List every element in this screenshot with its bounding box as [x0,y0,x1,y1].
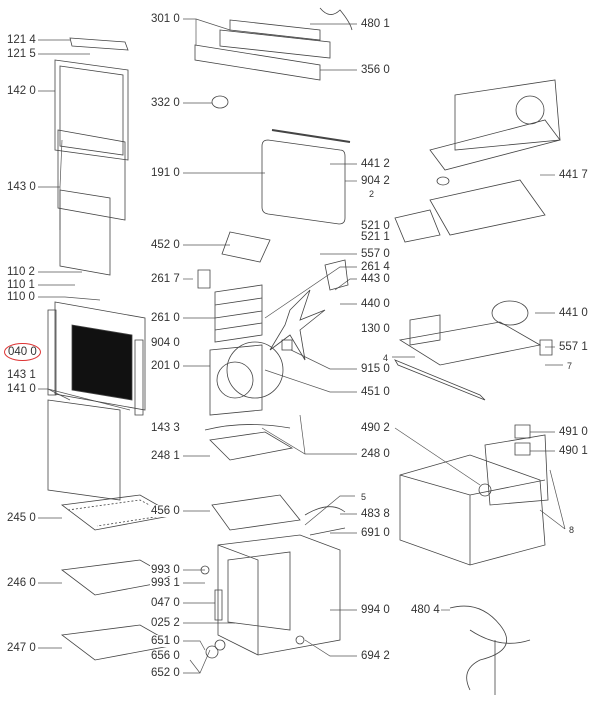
part-label-2470[interactable]: 247 0 [6,642,37,654]
oven-cavity [200,506,346,659]
part-label-1433[interactable]: 143 3 [150,422,181,434]
part-label-2450[interactable]: 245 0 [6,512,37,524]
part-label-0470[interactable]: 047 0 [150,597,181,609]
part-label-0252[interactable]: 025 2 [150,617,181,629]
part-label-4804[interactable]: 480 4 [410,604,441,616]
part-label-4[interactable]: 4 [382,352,390,364]
part-label-9931[interactable]: 993 1 [150,577,181,589]
part-label-3010[interactable]: 301 0 [150,13,181,25]
part-label-4801[interactable]: 480 1 [360,18,391,30]
part-label-1430[interactable]: 143 0 [6,181,37,193]
part-label-6942[interactable]: 694 2 [360,650,391,662]
part-label-4410[interactable]: 441 0 [558,307,589,319]
part-label-4430[interactable]: 443 0 [360,273,391,285]
part-label-9042[interactable]: 904 2 [360,175,391,187]
part-label-1214[interactable]: 121 4 [6,34,37,46]
part-label-1102[interactable]: 110 2 [6,266,36,278]
part-label-5210[interactable]: 521 0 [360,220,391,232]
part-label-4417[interactable]: 441 7 [558,169,589,181]
part-label-9930[interactable]: 993 0 [150,564,181,576]
part-label-1420[interactable]: 142 0 [6,85,37,97]
leader-lines [38,18,566,674]
part-label-6520[interactable]: 652 0 [150,667,181,679]
part-label-4838[interactable]: 483 8 [360,508,391,520]
part-label-7[interactable]: 7 [566,360,574,372]
control-panel-parts [194,19,351,531]
part-label-2614[interactable]: 261 4 [360,261,391,273]
part-label-0400-highlighted[interactable]: 040 0 [4,343,41,361]
part-label-4560[interactable]: 456 0 [150,505,181,517]
part-label-2460[interactable]: 246 0 [6,577,37,589]
part-label-1101[interactable]: 110 1 [6,279,36,291]
part-label-2481[interactable]: 248 1 [150,450,181,462]
part-label-9940[interactable]: 994 0 [360,604,391,616]
part-label-1910[interactable]: 191 0 [150,167,181,179]
part-label-1300[interactable]: 130 0 [360,323,391,335]
top-parts [319,7,561,695]
part-label-2010[interactable]: 201 0 [150,360,181,372]
part-label-5571[interactable]: 557 1 [558,341,589,353]
part-label-1215[interactable]: 121 5 [6,48,37,60]
part-label-4520[interactable]: 452 0 [150,239,181,251]
part-label-6510[interactable]: 651 0 [150,635,181,647]
part-label-6910[interactable]: 691 0 [360,527,391,539]
part-label-4400[interactable]: 440 0 [360,298,391,310]
part-label-1410[interactable]: 141 0 [6,383,37,395]
part-label-4910[interactable]: 491 0 [558,426,589,438]
part-label-9150[interactable]: 915 0 [360,363,391,375]
part-label-4412[interactable]: 441 2 [360,158,391,170]
part-label-2480[interactable]: 248 0 [360,448,391,460]
part-label-2610[interactable]: 261 0 [150,312,181,324]
part-label-4510[interactable]: 451 0 [360,386,391,398]
part-label-8[interactable]: 8 [568,524,576,536]
part-label-1431[interactable]: 143 1 [6,369,37,381]
part-label-2[interactable]: 2 [368,188,376,200]
part-label-2617[interactable]: 261 7 [150,273,181,285]
part-label-1100[interactable]: 110 0 [6,291,36,303]
part-label-5570[interactable]: 557 0 [360,248,391,260]
part-label-4902[interactable]: 490 2 [360,422,391,434]
part-label-3560[interactable]: 356 0 [360,64,391,76]
part-label-5211[interactable]: 521 1 [360,231,391,243]
part-label-6560[interactable]: 656 0 [150,650,181,662]
part-label-9040[interactable]: 904 0 [150,337,181,349]
part-label-4901[interactable]: 490 1 [558,445,589,457]
part-label-5[interactable]: 5 [360,491,368,503]
part-label-3320[interactable]: 332 0 [150,97,181,109]
